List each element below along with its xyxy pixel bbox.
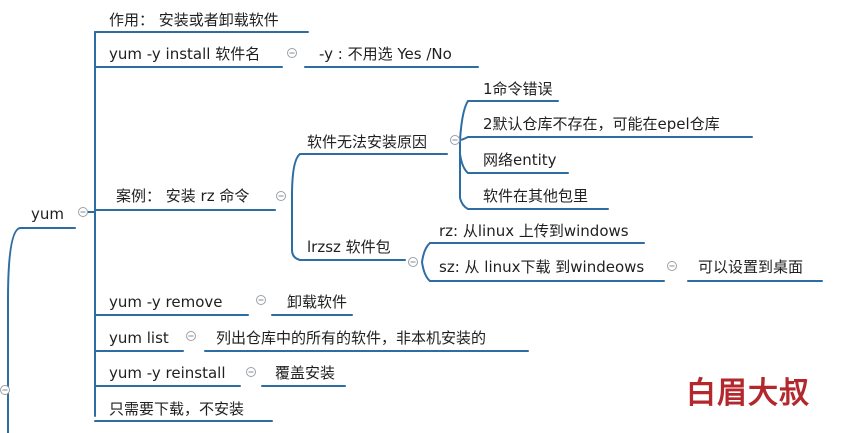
topic-download-only[interactable]: 只需要下载，不安装: [109, 400, 245, 418]
topic-reason-2[interactable]: 2默认仓库不存在，可能在epel仓库: [483, 115, 720, 133]
topic-rz[interactable]: rz: 从linux 上传到windows: [439, 222, 629, 240]
topic-reason-3[interactable]: 网络entity: [483, 151, 557, 169]
topic-install-note[interactable]: -y : 不用选 Yes /No: [319, 45, 452, 63]
topic-purpose[interactable]: 作用： 安装或者卸载软件: [109, 11, 279, 29]
connector-left-edge: [7, 227, 21, 433]
topic-example[interactable]: 案例： 安装 rz 命令: [116, 187, 250, 205]
topic-sz-note[interactable]: 可以设置到桌面: [698, 258, 804, 276]
topic-remove-note[interactable]: 卸载软件: [287, 293, 348, 311]
connector-lrzsz-children: [421, 242, 431, 282]
watermark-logo: 白眉大叔: [686, 376, 810, 411]
connector-reasons: [459, 100, 469, 210]
connector-example-children: [291, 153, 301, 261]
topic-lrzsz[interactable]: lrzsz 软件包: [307, 238, 391, 256]
topic-cannot-install[interactable]: 软件无法安装原因: [307, 133, 428, 151]
topic-reason-4[interactable]: 软件在其他包里: [483, 187, 589, 205]
topic-list[interactable]: yum list: [109, 329, 169, 347]
topic-remove[interactable]: yum -y remove: [109, 293, 223, 311]
root-topic[interactable]: yum: [31, 205, 64, 223]
topic-reason-1[interactable]: 1命令错误: [483, 80, 553, 98]
topic-list-note[interactable]: 列出仓库中的所有的软件，非本机安装的: [216, 329, 487, 347]
topic-install[interactable]: yum -y install 软件名: [109, 45, 261, 63]
topic-reinstall[interactable]: yum -y reinstall: [109, 364, 226, 382]
topic-reinstall-note[interactable]: 覆盖安装: [275, 364, 336, 382]
topic-sz[interactable]: sz: 从 linux下载 到windeows: [439, 258, 645, 276]
